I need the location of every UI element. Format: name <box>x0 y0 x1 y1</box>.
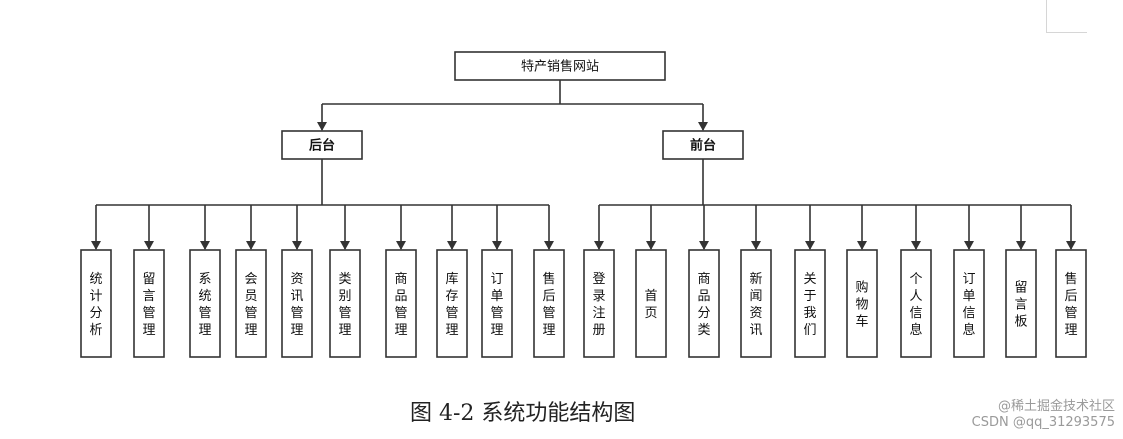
leaf-arrow-icon <box>340 241 350 250</box>
leaf-arrow-icon <box>646 241 656 250</box>
leaf-node-box-1-7 <box>953 249 985 358</box>
watermark-line-2: CSDN @qq_31293575 <box>971 415 1115 430</box>
leaf-node-label-0-4: 资讯管理 <box>290 272 303 338</box>
leaf-arrow-icon <box>594 241 604 250</box>
group-arrow-icon <box>698 122 708 131</box>
leaf-arrow-icon <box>292 241 302 250</box>
leaf-node-box-0-4 <box>281 249 313 358</box>
leaf-node-label-1-3: 新闻资讯 <box>749 271 762 338</box>
leaf-arrow-icon <box>447 241 457 250</box>
leaf-node-label-0-1: 留言管理 <box>142 272 155 338</box>
leaf-node-box-0-8 <box>481 249 513 358</box>
leaf-node-box-0-7 <box>436 249 468 358</box>
leaf-arrow-icon <box>91 241 101 250</box>
group-node-label-0: 后台 <box>309 138 335 154</box>
leaf-node-label-0-6: 商品管理 <box>394 272 407 338</box>
leaf-arrow-icon <box>911 241 921 250</box>
page-corner-mark <box>1046 0 1087 33</box>
root-node-box <box>454 51 666 81</box>
leaf-node-label-1-9: 售后管理 <box>1064 271 1077 338</box>
group-arrow-icon <box>317 122 327 131</box>
leaf-node-box-0-3 <box>235 249 267 358</box>
leaf-node-label-1-0: 登录注册 <box>592 272 605 338</box>
watermark: @稀土掘金技术社区 CSDN @qq_31293575 <box>972 399 1115 431</box>
leaf-node-box-0-6 <box>385 249 417 358</box>
leaf-arrow-icon <box>396 241 406 250</box>
leaf-arrow-icon <box>751 241 761 250</box>
leaf-node-box-1-9 <box>1055 249 1087 358</box>
leaf-node-label-1-5: 购物车 <box>855 280 868 330</box>
leaf-arrow-icon <box>1066 241 1076 250</box>
leaf-arrow-icon <box>200 241 210 250</box>
leaf-arrow-icon <box>1016 241 1026 250</box>
leaf-node-label-1-4: 关于我们 <box>803 272 816 338</box>
leaf-node-box-1-0 <box>583 249 615 358</box>
leaf-node-box-1-2 <box>688 249 720 358</box>
leaf-node-label-0-5: 类别管理 <box>338 272 351 338</box>
leaf-node-label-0-8: 订单管理 <box>490 272 503 338</box>
leaf-node-box-0-9 <box>533 249 565 358</box>
leaf-node-label-0-7: 库存管理 <box>445 271 458 338</box>
leaf-node-box-1-4 <box>794 249 826 358</box>
leaf-node-box-0-2 <box>189 249 221 358</box>
figure-caption: 图 4-2 系统功能结构图 <box>410 401 636 426</box>
leaf-node-label-1-1: 首页 <box>644 289 657 321</box>
leaf-arrow-icon <box>246 241 256 250</box>
leaf-node-label-0-9: 售后管理 <box>542 271 555 338</box>
leaf-node-box-1-8 <box>1005 249 1037 358</box>
leaf-node-label-1-2: 商品分类 <box>697 272 710 338</box>
group-node-box-0 <box>281 130 363 160</box>
leaf-node-label-0-2: 系统管理 <box>198 272 211 338</box>
leaf-node-box-1-3 <box>740 249 772 358</box>
leaf-arrow-icon <box>144 241 154 250</box>
leaf-node-box-0-5 <box>329 249 361 358</box>
leaf-arrow-icon <box>544 241 554 250</box>
leaf-node-label-0-0: 统计分析 <box>89 272 102 338</box>
leaf-node-box-1-5 <box>846 249 878 358</box>
leaf-node-label-1-6: 个人信息 <box>909 272 922 338</box>
group-node-label-1: 前台 <box>690 138 716 154</box>
leaf-node-box-1-6 <box>900 249 932 358</box>
root-node-label: 特产销售网站 <box>521 59 599 75</box>
leaf-arrow-icon <box>492 241 502 250</box>
leaf-arrow-icon <box>699 241 709 250</box>
leaf-node-box-0-0 <box>80 249 112 358</box>
leaf-arrow-icon <box>964 241 974 250</box>
leaf-node-label-0-3: 会员管理 <box>244 272 257 338</box>
leaf-node-box-0-1 <box>133 249 165 358</box>
leaf-arrow-icon <box>857 241 867 250</box>
leaf-node-label-1-7: 订单信息 <box>962 272 975 338</box>
leaf-node-box-1-1 <box>635 249 667 358</box>
leaf-node-label-1-8: 留言板 <box>1014 281 1027 330</box>
group-node-box-1 <box>662 130 744 160</box>
leaf-arrow-icon <box>805 241 815 250</box>
watermark-line-1: @稀土掘金技术社区 <box>997 399 1115 414</box>
